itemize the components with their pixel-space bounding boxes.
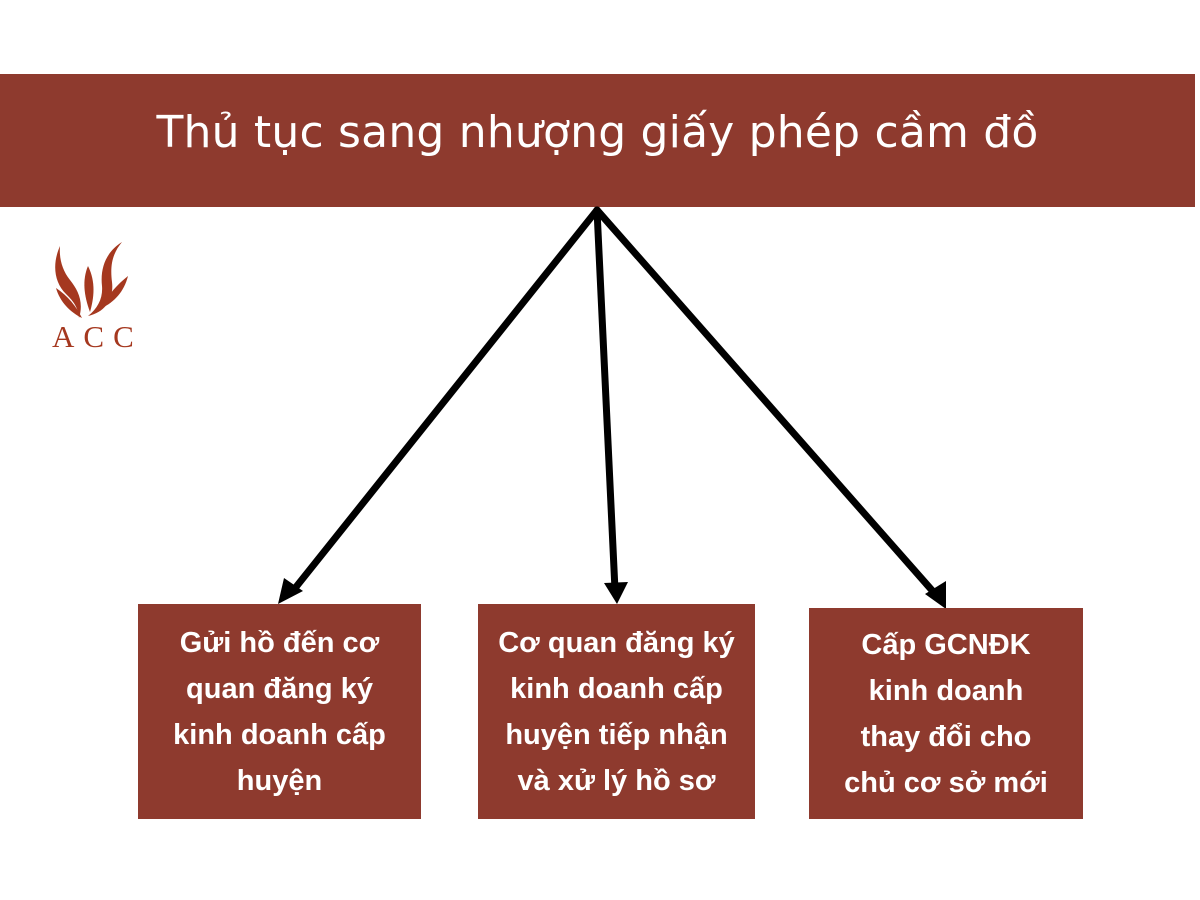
logo-text: ACC [52, 319, 143, 354]
arrow-line-1 [288, 206, 601, 596]
arrow-line-2 [593, 206, 619, 594]
arrow-head-2 [604, 582, 628, 604]
arrow-head-1 [278, 578, 303, 604]
flame-leaf-icon [55, 242, 128, 318]
title-banner: Thủ tục sang nhượng giấy phép cầm đồ [0, 74, 1195, 207]
step-label-2: Cơ quan đăng ký kinh doanh cấp huyện tiế… [498, 626, 735, 797]
step-box-3: Cấp GCNĐK kinh doanh thay đổi cho chủ cơ… [809, 608, 1083, 819]
diagram-title: Thủ tục sang nhượng giấy phép cầm đồ [156, 107, 1039, 158]
step-box-2: Cơ quan đăng ký kinh doanh cấp huyện tiế… [478, 604, 755, 819]
arrow-line-3 [593, 206, 941, 600]
step-label-3: Cấp GCNĐK kinh doanh thay đổi cho chủ cơ… [844, 628, 1048, 799]
step-label-1: Gửi hồ đến cơ quan đăng ký kinh doanh cấ… [173, 626, 386, 797]
arrow-head-3 [925, 581, 946, 609]
step-box-1: Gửi hồ đến cơ quan đăng ký kinh doanh cấ… [138, 604, 421, 819]
